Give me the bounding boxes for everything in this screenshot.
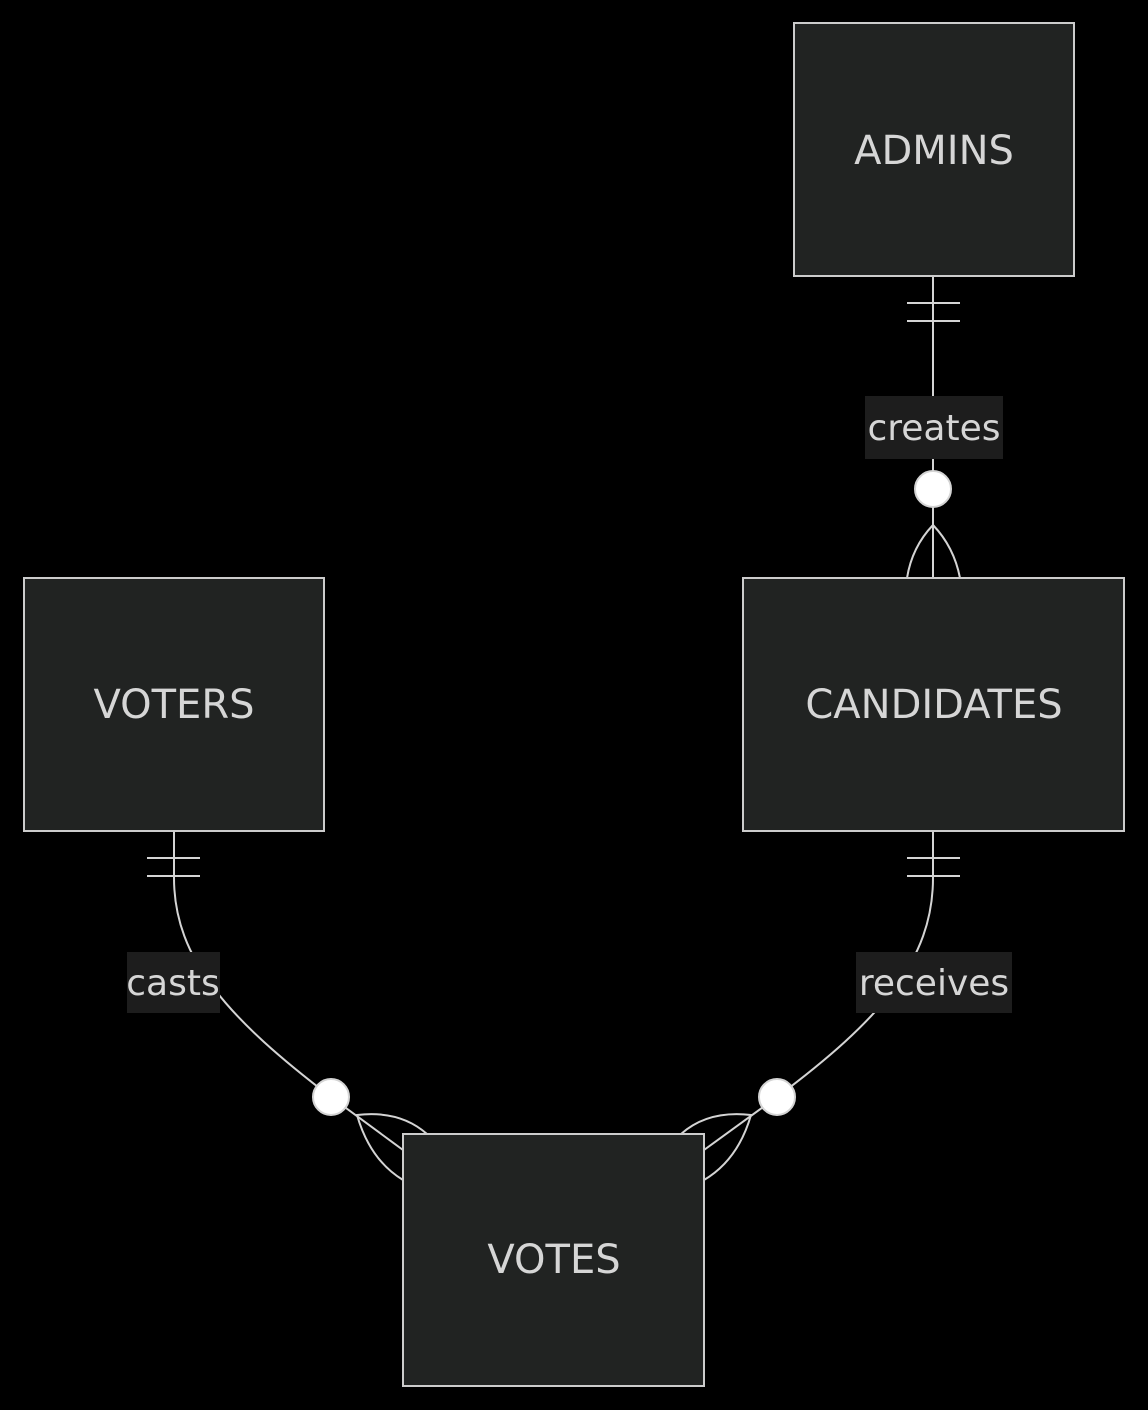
casts-exactly-one-marker bbox=[147, 857, 200, 877]
relationship-casts: casts bbox=[126, 831, 428, 1181]
creates-many-crowfoot-marker bbox=[906, 523, 961, 579]
entity-candidates[interactable]: CANDIDATES bbox=[742, 577, 1125, 832]
entity-voters-label: VOTERS bbox=[93, 682, 254, 728]
creates-exactly-one-marker bbox=[907, 302, 960, 322]
casts-label-background bbox=[127, 952, 220, 1013]
entity-admins-label: ADMINS bbox=[854, 128, 1014, 174]
receives-exactly-one-marker bbox=[907, 857, 960, 877]
entity-voters[interactable]: VOTERS bbox=[23, 577, 325, 832]
receives-many-crowfoot-marker bbox=[680, 1113, 753, 1181]
relationship-creates: creates bbox=[865, 276, 1003, 579]
receives-label: receives bbox=[859, 963, 1009, 1004]
casts-label: casts bbox=[126, 963, 219, 1004]
creates-label: creates bbox=[867, 408, 1000, 449]
entity-votes[interactable]: VOTES bbox=[402, 1133, 705, 1387]
entity-votes-label: VOTES bbox=[487, 1237, 620, 1283]
entity-voters-box bbox=[23, 577, 325, 832]
entity-votes-box bbox=[402, 1133, 705, 1387]
entity-admins[interactable]: ADMINS bbox=[793, 22, 1075, 277]
receives-zero-marker bbox=[758, 1078, 796, 1116]
casts-zero-marker bbox=[312, 1078, 350, 1116]
entity-candidates-label: CANDIDATES bbox=[805, 682, 1062, 728]
casts-many-crowfoot-marker bbox=[355, 1113, 428, 1181]
entity-admins-box bbox=[793, 22, 1075, 277]
relationship-receives: receives bbox=[680, 831, 1012, 1181]
entity-candidates-box bbox=[742, 577, 1125, 832]
creates-zero-marker bbox=[914, 470, 952, 508]
creates-label-background bbox=[865, 396, 1003, 459]
receives-label-background bbox=[856, 952, 1012, 1013]
